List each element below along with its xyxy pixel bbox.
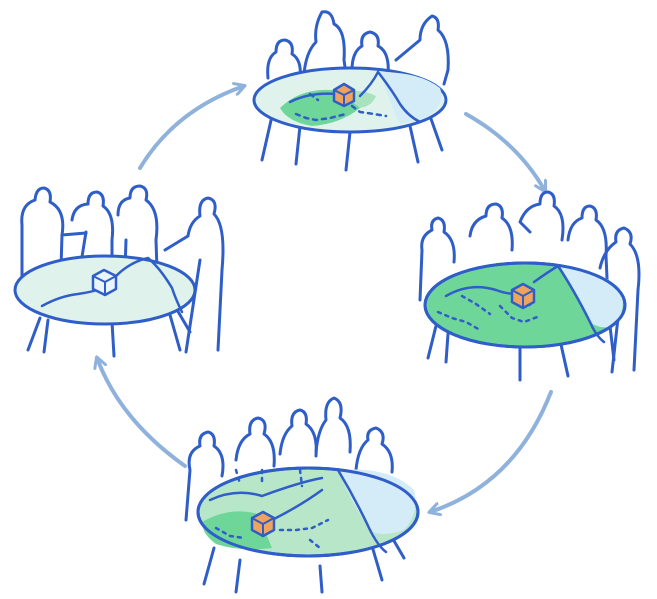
arrow-bottom-to-left — [97, 358, 187, 468]
stage-3-dotted — [436, 294, 542, 332]
stage-2-water — [380, 72, 442, 124]
stage-3-tabletop-outline — [423, 261, 627, 349]
stage-2-legs — [260, 114, 444, 172]
stage-3-people — [418, 190, 641, 374]
cycle-arrows — [97, 86, 553, 512]
stage-4-legs — [202, 532, 406, 594]
stage-2-dotted — [294, 92, 388, 122]
stage-2-people — [266, 10, 450, 86]
stage-4-tabletop-outline — [196, 466, 420, 558]
stage-2-table — [252, 10, 450, 172]
stage-2-model-box — [332, 82, 356, 108]
stage-4-path — [208, 468, 388, 554]
stage-3-table — [418, 190, 641, 382]
stage-4-dotted — [214, 468, 330, 550]
stage-3-model-box — [510, 282, 536, 310]
stage-4-model-box — [250, 510, 276, 538]
stage-1-legs — [26, 306, 192, 358]
arrow-right-to-bottom — [430, 390, 553, 512]
stage-3-legs — [426, 324, 616, 382]
arrow-left-to-top — [138, 86, 244, 170]
stage-4-people — [184, 396, 394, 522]
arrow-top-to-right — [464, 112, 545, 191]
stage-1-model-box — [91, 268, 118, 297]
stage-4-table — [184, 396, 420, 594]
stage-1-table — [13, 184, 225, 358]
